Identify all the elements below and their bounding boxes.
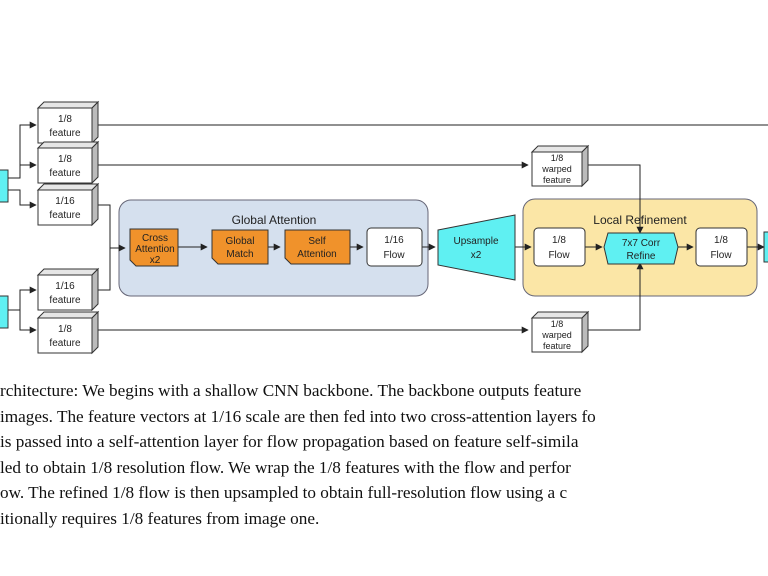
cross-attention-block: Cross Attention x2 (129, 228, 179, 267)
svg-text:feature: feature (49, 128, 81, 139)
feature-block-f3: 1/16 feature (36, 182, 100, 227)
svg-text:1/8: 1/8 (714, 235, 728, 246)
svg-text:Flow: Flow (383, 250, 405, 261)
caption-line: itionally requires 1/8 features from ima… (0, 508, 320, 528)
flow-1-8-input-block: 1/8 Flow (533, 227, 586, 267)
svg-text:1/8: 1/8 (58, 154, 72, 165)
svg-text:warped: warped (541, 164, 572, 174)
svg-text:feature: feature (543, 175, 571, 185)
svg-text:1/16: 1/16 (384, 235, 404, 246)
svg-text:1/8: 1/8 (551, 153, 564, 163)
caption-line: rchitecture: We begins with a shallow CN… (0, 381, 582, 400)
svg-text:warped: warped (541, 330, 572, 340)
svg-text:x2: x2 (471, 250, 482, 261)
svg-text:1/8: 1/8 (552, 235, 566, 246)
svg-text:7x7 Corr: 7x7 Corr (622, 238, 661, 249)
svg-text:feature: feature (49, 210, 81, 221)
svg-text:Global: Global (226, 236, 255, 247)
svg-text:Self: Self (308, 236, 325, 247)
left-encoder-bottom (0, 295, 9, 329)
svg-text:Refine: Refine (627, 251, 656, 262)
feature-block-f1: 1/8 feature (36, 100, 100, 145)
flow-1-16-block: 1/16 Flow (366, 227, 423, 267)
self-attention-block: Self Attention (284, 229, 351, 265)
caption-line: led to obtain 1/8 resolution flow. We wr… (0, 457, 571, 477)
svg-text:x2: x2 (150, 255, 161, 266)
svg-text:Flow: Flow (548, 250, 570, 261)
svg-text:feature: feature (49, 295, 81, 306)
svg-text:Match: Match (226, 249, 253, 260)
svg-text:Attention: Attention (135, 244, 174, 255)
feature-block-f4: 1/16 feature (36, 267, 100, 312)
svg-text:1/8: 1/8 (58, 324, 72, 335)
svg-text:1/16: 1/16 (55, 196, 75, 207)
caption-line: images. The feature vectors at 1/16 scal… (0, 406, 596, 426)
svg-text:feature: feature (49, 168, 81, 179)
svg-text:feature: feature (49, 338, 81, 349)
svg-text:Flow: Flow (710, 250, 732, 261)
svg-text:Upsample: Upsample (453, 236, 498, 247)
svg-text:1/16: 1/16 (55, 281, 75, 292)
svg-text:1/8: 1/8 (551, 319, 564, 329)
upsample-block: Upsample x2 (437, 214, 516, 281)
svg-text:feature: feature (543, 341, 571, 351)
flow-1-8-output-block: 1/8 Flow (695, 227, 748, 267)
warped-feature-top: 1/8 warped feature (530, 144, 590, 188)
warped-feature-bottom: 1/8 warped feature (530, 310, 590, 354)
global-match-block: Global Match (211, 229, 269, 265)
feature-block-f2: 1/8 feature (36, 140, 100, 185)
caption-line: ow. The refined 1/8 flow is then upsampl… (0, 483, 568, 503)
figure-caption: rchitecture: We begins with a shallow CN… (0, 378, 768, 532)
right-output-stub (763, 231, 768, 263)
svg-text:Attention: Attention (297, 249, 336, 260)
corr-refine-block: 7x7 Corr Refine (603, 232, 679, 265)
feature-block-f5: 1/8 feature (36, 310, 100, 355)
left-encoder-top (0, 169, 9, 203)
global-attention-title: Global Attention (232, 213, 317, 227)
svg-text:Cross: Cross (142, 233, 168, 244)
architecture-diagram: Global Attention Local Refinement 1 (0, 100, 768, 355)
caption-line: is passed into a self-attention layer fo… (0, 432, 579, 452)
svg-text:1/8: 1/8 (58, 114, 72, 125)
